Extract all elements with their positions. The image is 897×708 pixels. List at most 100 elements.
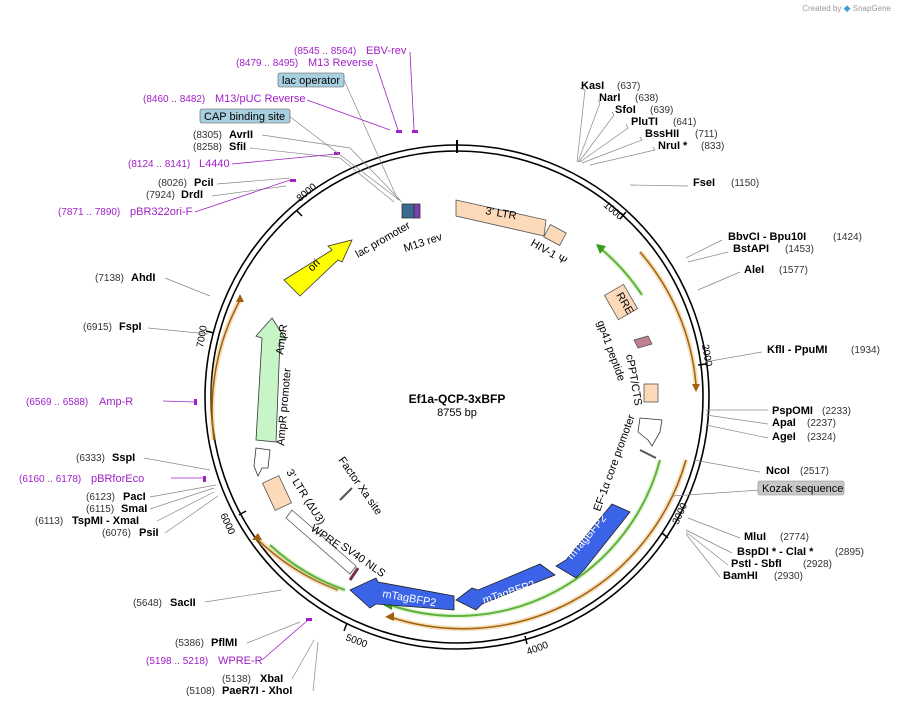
enzyme-name[interactable]: DrdI — [181, 189, 203, 201]
primers: (8545 .. 8564) EBV-rev (8479 .. 8495) M1… — [19, 45, 407, 667]
enzyme-name[interactable]: AvrII — [229, 129, 253, 141]
feature-lac-promoter — [401, 203, 415, 219]
enzyme-name[interactable]: FspI — [119, 321, 142, 333]
feature-3ltr-du3 — [261, 475, 293, 511]
plasmid-name: Ef1a-QCP-3xBFP — [409, 392, 506, 406]
feature-gp41-label: gp41 peptide — [594, 319, 627, 383]
feature-hiv-label: HIV-1 Ψ — [529, 237, 569, 267]
enzyme-name[interactable]: BstAPI — [733, 243, 769, 255]
tick-marks — [205, 209, 707, 645]
enzyme-name[interactable]: MluI — [744, 531, 766, 543]
enzyme-pos: (638) — [635, 93, 658, 104]
primer-name[interactable]: WPRE-R — [218, 655, 263, 667]
enzyme-pos: (7924) — [146, 190, 175, 201]
enzyme-pos: (639) — [650, 105, 673, 116]
enzyme-name[interactable]: SmaI — [121, 503, 147, 515]
enzyme-name[interactable]: NruI * — [658, 140, 688, 152]
enzyme-name[interactable]: PluTI — [631, 116, 658, 128]
enzyme-name[interactable]: SfiI — [229, 141, 246, 153]
feature-ef1a-label: EF-1α core promoter — [592, 413, 638, 513]
enzyme-name[interactable]: FseI — [693, 177, 715, 189]
tick-3000: 3000 — [671, 501, 691, 526]
enzyme-name[interactable]: AgeI — [772, 431, 796, 443]
brand-name: SnapGene — [852, 4, 891, 13]
feature-ef1a-arrow — [637, 417, 663, 447]
enzyme-pos: (6123) — [86, 492, 115, 503]
primer-leaders — [162, 51, 415, 661]
primer-name[interactable]: M13/pUC Reverse — [215, 93, 305, 105]
primer-name[interactable]: pBR322ori-F — [130, 206, 193, 218]
enzyme-pos: (6915) — [83, 322, 112, 333]
enzyme-name[interactable]: NcoI — [766, 465, 790, 477]
tick-8000: 8000 — [295, 181, 319, 204]
enzyme-name[interactable]: PaeR7I - XhoI — [222, 685, 292, 697]
tick-5000: 5000 — [344, 632, 369, 650]
orf-arcs — [211, 251, 697, 630]
enzyme-pos: (6333) — [76, 453, 105, 464]
primer-name[interactable]: EBV-rev — [366, 45, 407, 57]
feature-ampr-promoter — [253, 447, 271, 477]
enzyme-name[interactable]: KasI — [581, 80, 604, 92]
enzyme-pos: (2930) — [774, 571, 803, 582]
lac-operator-text: lac operator — [282, 75, 340, 87]
brand-prefix: Created by — [802, 4, 842, 13]
enzyme-pos: (2928) — [803, 559, 832, 570]
primer-range: (8124 .. 8141) — [128, 159, 190, 170]
enzyme-name[interactable]: SfoI — [615, 104, 636, 116]
enzyme-name[interactable]: PstI - SbfI — [731, 558, 782, 570]
enzyme-pos: (1424) — [833, 232, 862, 243]
primer-name[interactable]: Amp-R — [99, 396, 133, 408]
enzyme-name[interactable]: TspMI - XmaI — [72, 515, 139, 527]
enzyme-pos: (1577) — [779, 265, 808, 276]
enzyme-pos: (2233) — [822, 406, 851, 417]
enzyme-pos: (8305) — [193, 130, 222, 141]
enzyme-name[interactable]: BssHII — [645, 128, 679, 140]
enzyme-name[interactable]: BamHI — [723, 570, 758, 582]
enzyme-name[interactable]: PacI — [123, 491, 146, 503]
feature-kozak-mark — [639, 449, 657, 459]
enzyme-leaders-left — [143, 134, 401, 692]
enzyme-name[interactable]: AleI — [744, 264, 764, 276]
lac-operator-label[interactable]: lac operator — [277, 72, 345, 88]
feature-rre — [603, 283, 639, 321]
enzymes-right: KasI (637) NarI (638) SfoI (639) PluTI (… — [581, 80, 880, 582]
enzyme-name[interactable]: SacII — [170, 597, 196, 609]
kozak-label[interactable]: Kozak sequence — [757, 480, 845, 496]
enzyme-pos: (2895) — [835, 547, 864, 558]
enzyme-pos: (5108) — [186, 686, 215, 697]
feature-ampr-label: AmpR — [274, 323, 290, 355]
green-halos — [268, 246, 663, 619]
enzyme-name[interactable]: ApaI — [772, 417, 796, 429]
primer-name[interactable]: L4440 — [199, 158, 230, 170]
enzyme-pos: (5138) — [222, 674, 251, 685]
enzyme-pos: (8258) — [193, 142, 222, 153]
enzyme-name[interactable]: XbaI — [260, 673, 283, 685]
enzyme-pos: (7138) — [95, 273, 124, 284]
feature-bfp2 — [455, 563, 556, 611]
enzyme-name[interactable]: PflMI — [211, 637, 237, 649]
enzyme-pos: (711) — [695, 129, 718, 140]
enzyme-name[interactable]: NarI — [599, 92, 620, 104]
feature-hiv-box — [543, 224, 567, 246]
primer-name[interactable]: pBRforEco — [91, 473, 144, 485]
enzyme-name[interactable]: PciI — [194, 177, 214, 189]
feature-cppt-label: cPPT/CTS — [623, 353, 644, 406]
enzyme-name[interactable]: KflI - PpuMI — [767, 344, 828, 356]
enzyme-name[interactable]: PspOMI — [772, 405, 813, 417]
enzyme-name[interactable]: SspI — [112, 452, 135, 464]
primer-name[interactable]: M13 Reverse — [308, 57, 373, 69]
enzyme-pos: (1934) — [851, 345, 880, 356]
snapgene-logo-icon: ◆ — [843, 3, 851, 13]
kozak-text: Kozak sequence — [762, 483, 843, 495]
enzyme-name[interactable]: PsiI — [139, 527, 159, 539]
primer-range: (6160 .. 6178) — [19, 474, 81, 485]
feature-ori — [283, 239, 353, 297]
enzyme-name[interactable]: AhdI — [131, 272, 155, 284]
feature-factorxa-label: Factor Xa site — [336, 455, 385, 517]
enzyme-name[interactable]: BspDI * - ClaI * — [737, 546, 814, 558]
cap-binding-label[interactable]: CAP binding site — [199, 108, 291, 124]
primer-range: (8479 .. 8495) — [236, 58, 298, 69]
tick-2000: 2000 — [699, 344, 714, 368]
enzyme-name[interactable]: BbvCI - Bpu10I — [728, 231, 806, 243]
